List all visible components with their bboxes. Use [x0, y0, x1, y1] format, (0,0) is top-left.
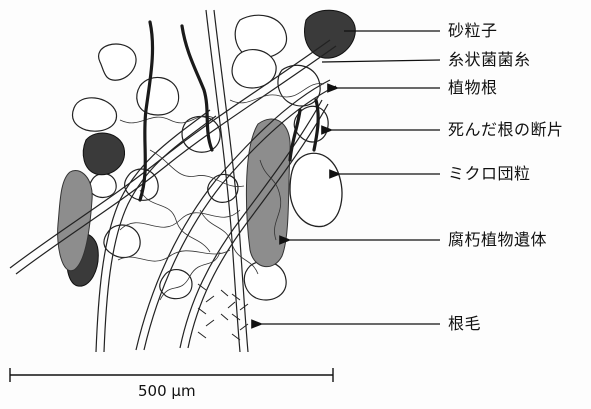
- label-sand-grain: 砂粒子: [448, 22, 498, 40]
- label-dead-root-section: 死んだ根の断片: [448, 121, 564, 139]
- scale-bar-label: 500 μm: [138, 382, 196, 400]
- label-plant-root: 植物根: [448, 79, 498, 97]
- particle: [73, 98, 117, 131]
- particle: [137, 77, 179, 115]
- label-micro-aggregate: ミクロ団粒: [448, 165, 531, 183]
- label-fungal-hyphae: 糸状菌菌糸: [448, 51, 531, 69]
- particle: [208, 174, 238, 202]
- micro-aggregate-shape: [290, 153, 342, 226]
- scale-bar: [10, 368, 333, 382]
- particle: [99, 44, 136, 80]
- label-root-hair: 根毛: [448, 315, 481, 333]
- label-decaying-plant-remains: 腐朽植物遺体: [448, 231, 547, 249]
- callout-fungal-hyphae: [322, 60, 440, 62]
- particle: [89, 174, 116, 198]
